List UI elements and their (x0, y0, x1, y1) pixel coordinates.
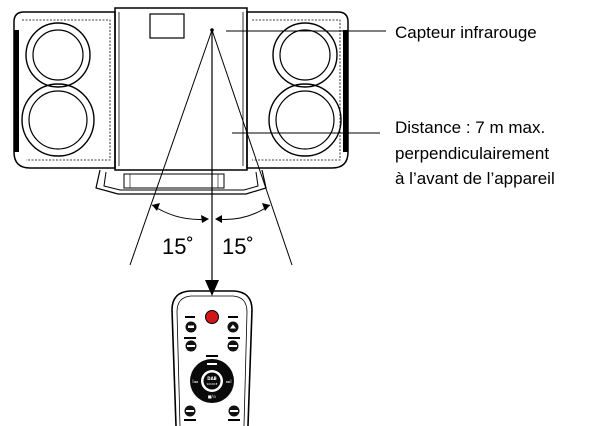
remote-button-left-top[interactable] (185, 316, 197, 333)
remote-button-left-mid[interactable] (184, 337, 197, 352)
distance-callout: Distance : 7 m max. perpendiculairement … (232, 118, 555, 188)
left-upper-speaker (25, 22, 91, 88)
right-upper-speaker (272, 22, 338, 88)
center-button-sublabel: SOURCE (207, 382, 218, 386)
remote-button-right-bottom[interactable] (228, 405, 240, 422)
left-side-strip (14, 30, 19, 152)
left-speaker-cabinet (13, 11, 116, 169)
display-window (149, 13, 185, 39)
navigation-ring[interactable]: DAB SOURCE I◂◂ ▸▸I ■/⊙ (190, 359, 234, 403)
sensor-callout-text: Capteur infrarouge (395, 23, 537, 42)
center-button-label: DAB (207, 376, 216, 381)
beam-left-edge (129, 29, 213, 266)
right-lower-speaker (268, 83, 342, 157)
audio-unit (13, 7, 349, 195)
angle-arcs (151, 203, 271, 223)
next-track-label: ▸▸I (226, 379, 231, 384)
center-main-body (114, 7, 248, 171)
right-speaker-cabinet (246, 11, 349, 169)
left-lower-speaker (21, 83, 95, 157)
right-side-strip (343, 30, 348, 152)
ir-beam (129, 29, 293, 296)
unit-stand (95, 169, 267, 195)
remote-control: DAB SOURCE I◂◂ ▸▸I ■/⊙ (171, 290, 253, 426)
distance-callout-line2: perpendiculairement (395, 144, 549, 163)
axis-arrowhead (205, 280, 219, 296)
distance-callout-line1: Distance : 7 m max. (395, 118, 545, 137)
power-button[interactable] (205, 310, 219, 324)
left-angle-label: 15˚ (162, 234, 194, 259)
right-angle-arc (215, 204, 271, 220)
right-angle-label: 15˚ (222, 234, 254, 259)
sensor-callout: Capteur infrarouge (226, 23, 537, 42)
eject-button[interactable] (227, 316, 239, 333)
remote-button-right-mid[interactable] (227, 337, 241, 352)
center-source-button[interactable] (203, 372, 221, 390)
stop-button-label: ■/⊙ (208, 394, 216, 399)
beam-right-edge (211, 29, 293, 266)
distance-callout-line3: à l’avant de l’appareil (395, 169, 555, 188)
remote-body (171, 290, 253, 426)
prev-track-label: I◂◂ (192, 379, 197, 384)
left-angle-arc (151, 204, 209, 220)
remote-button-left-bottom[interactable] (184, 405, 196, 422)
